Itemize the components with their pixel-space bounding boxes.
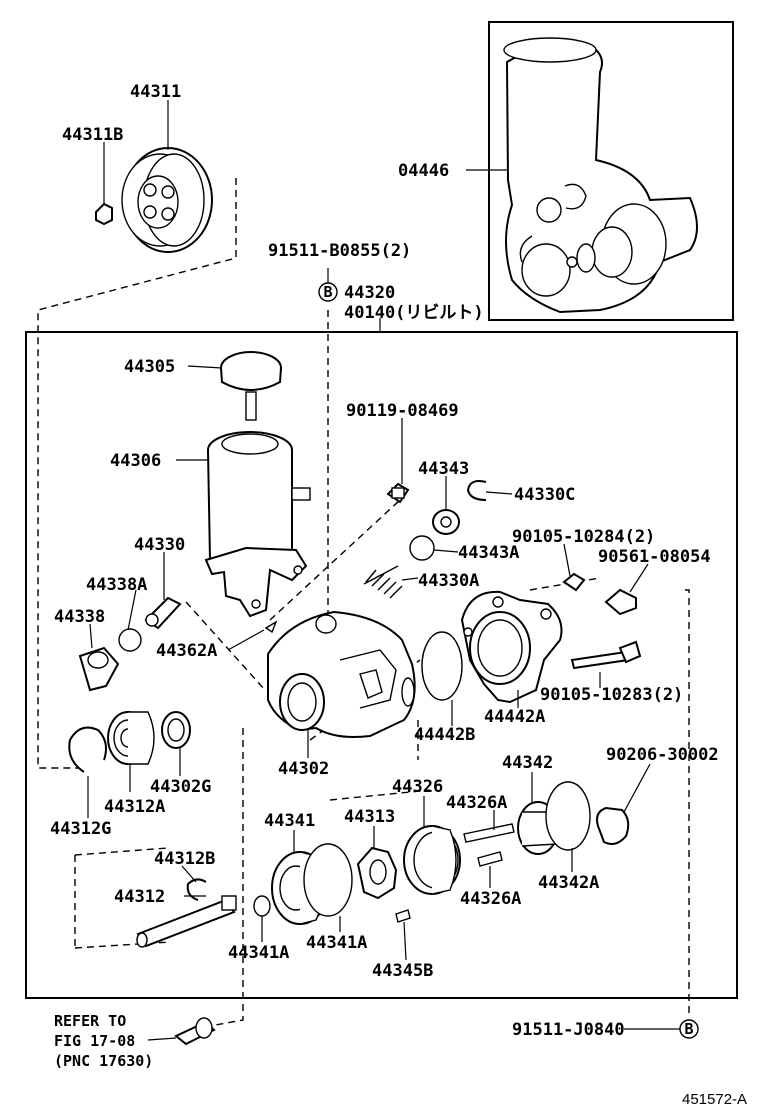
pulley-44311-drawing <box>95 147 213 253</box>
marker-b-bottom-letter: B <box>684 1020 693 1038</box>
label-90105-10284: 90105-10284(2) <box>512 527 655 547</box>
label-90119-08469: 90119-08469 <box>346 401 459 421</box>
marker-b-bottom: B <box>679 1019 699 1039</box>
snap-ring-44312B-drawing <box>186 878 207 901</box>
label-44330: 44330 <box>134 535 185 555</box>
label-44341A-right: 44341A <box>306 933 367 953</box>
bolt-90105-10284-drawing <box>562 572 586 592</box>
inset-frame <box>488 21 734 321</box>
label-44313: 44313 <box>344 807 395 827</box>
label-44342: 44342 <box>502 753 553 773</box>
label-44312B: 44312B <box>154 849 215 869</box>
label-44442B: 44442B <box>414 725 475 745</box>
union-44338-drawing <box>78 646 120 692</box>
pump-body-44302-drawing <box>267 610 416 738</box>
assembly-frame <box>25 331 738 999</box>
refer-note-line2: FIG 17-08 <box>54 1032 135 1050</box>
refer-note-line1: REFER TO <box>54 1012 126 1030</box>
label-44302: 44302 <box>278 759 329 779</box>
label-44326A-top: 44326A <box>446 793 507 813</box>
rotor-44313-drawing <box>356 846 398 900</box>
label-44442A: 44442A <box>484 707 545 727</box>
snap-ring-44312G-drawing <box>68 726 107 773</box>
label-44343: 44343 <box>418 459 469 479</box>
label-90206-30002: 90206-30002 <box>606 745 719 765</box>
bolt-90105-10283-drawing <box>570 640 642 670</box>
label-44311B: 44311B <box>62 125 123 145</box>
label-44326A-bottom: 44326A <box>460 889 521 909</box>
label-44341A-left: 44341A <box>228 943 289 963</box>
seat-44343-drawing <box>432 509 460 535</box>
bolt-90119-drawing <box>386 482 410 504</box>
label-44326: 44326 <box>392 777 443 797</box>
label-44312A: 44312A <box>104 797 165 817</box>
flange-44442A-drawing <box>460 590 563 704</box>
reservoir-44306-drawing <box>204 431 311 618</box>
gasket-44442B-drawing <box>421 631 463 701</box>
label-44338A: 44338A <box>86 575 147 595</box>
label-44305: 44305 <box>124 357 175 377</box>
gasket-90206-drawing <box>596 806 630 845</box>
label-44343A: 44343A <box>458 543 519 563</box>
diagram-code: 451572-A <box>682 1091 747 1108</box>
ball-44343A-drawing <box>409 535 435 561</box>
seal-44362A-drawing <box>264 620 278 634</box>
pin-44326A-top-drawing <box>463 823 515 843</box>
oring-44342A-drawing <box>545 781 591 851</box>
refer-note-line3: (PNC 17630) <box>54 1052 153 1070</box>
part-labels: 44311 44311B 04446 91511-B0855(2) 44320 … <box>50 82 747 1108</box>
label-04446: 04446 <box>398 161 449 181</box>
label-44312G: 44312G <box>50 819 111 839</box>
oring-44338A-drawing <box>118 628 142 652</box>
refer-part-drawing <box>174 1017 216 1046</box>
marker-b-top-letter: B <box>323 283 332 301</box>
label-44311: 44311 <box>130 82 181 102</box>
snap-ring-44330C-drawing <box>466 480 487 501</box>
spring-44330A-drawing <box>363 565 403 599</box>
oring-44341A-inner-drawing <box>253 895 271 917</box>
reservoir-cap-44305-drawing <box>220 351 282 421</box>
bearing-44312A-drawing <box>107 711 155 765</box>
cam-ring-44326-drawing <box>403 825 461 895</box>
label-44342A: 44342A <box>538 873 599 893</box>
label-91511-B0855: 91511-B0855(2) <box>268 241 411 261</box>
pin-44326A-bottom-drawing <box>477 851 503 867</box>
seal-44302G-drawing <box>161 711 191 749</box>
valve-44330-drawing <box>144 596 182 630</box>
label-40140: 40140(リビルト) <box>344 303 484 323</box>
label-44330C: 44330C <box>514 485 575 505</box>
label-44341: 44341 <box>264 811 315 831</box>
label-44312: 44312 <box>114 887 165 907</box>
shaft-44312-drawing <box>136 895 237 948</box>
label-44330A: 44330A <box>418 571 479 591</box>
marker-b-top: B <box>318 282 338 302</box>
label-44338: 44338 <box>54 607 105 627</box>
label-44362A: 44362A <box>156 641 217 661</box>
label-44345B: 44345B <box>372 961 433 981</box>
label-44302G: 44302G <box>150 777 211 797</box>
label-91511-J0840: 91511-J0840 <box>512 1020 625 1040</box>
vane-44345B-drawing <box>395 909 411 923</box>
label-90105-10283: 90105-10283(2) <box>540 685 683 705</box>
oring-44341A-outer-drawing <box>303 843 353 917</box>
label-44306: 44306 <box>110 451 161 471</box>
pump-housing-04446-drawing <box>503 37 698 314</box>
union-90561-drawing <box>604 588 637 616</box>
label-44320: 44320 <box>344 283 395 303</box>
label-90561-08054: 90561-08054 <box>598 547 711 567</box>
